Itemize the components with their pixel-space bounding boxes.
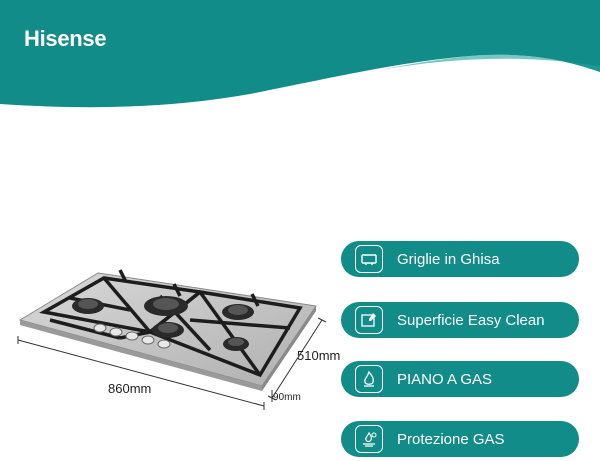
control-knobs bbox=[93, 323, 171, 349]
feature-pill-easy-clean: Superficie Easy Clean bbox=[341, 302, 579, 338]
dimension-lines bbox=[17, 317, 327, 410]
feature-label: Protezione GAS bbox=[397, 430, 505, 448]
gas-protection-icon bbox=[355, 425, 383, 453]
cast-iron-grates bbox=[38, 269, 303, 378]
gas-flame-icon bbox=[355, 365, 383, 393]
gas-hob-illustration bbox=[17, 269, 327, 410]
burners bbox=[72, 296, 254, 351]
header-banner: Hisense bbox=[0, 0, 600, 120]
clean-surface-icon bbox=[355, 306, 383, 334]
depth-dimension: 510mm bbox=[297, 348, 341, 363]
grill-icon bbox=[355, 245, 383, 273]
feature-pill-cast-iron: Griglie in Ghisa bbox=[341, 241, 579, 277]
feature-pill-gas-protection: Protezione GAS bbox=[341, 421, 579, 457]
feature-label: PIANO A GAS bbox=[397, 370, 493, 388]
feature-label: Griglie in Ghisa bbox=[397, 250, 500, 268]
feature-pill-gas-hob: PIANO A GAS bbox=[341, 361, 579, 397]
wave-background bbox=[0, 0, 600, 108]
feature-label: Superficie Easy Clean bbox=[397, 311, 545, 329]
height-dimension: 90mm bbox=[273, 392, 301, 403]
hisense-logo: Hisense bbox=[24, 26, 107, 51]
width-dimension: 860mm bbox=[108, 381, 152, 396]
